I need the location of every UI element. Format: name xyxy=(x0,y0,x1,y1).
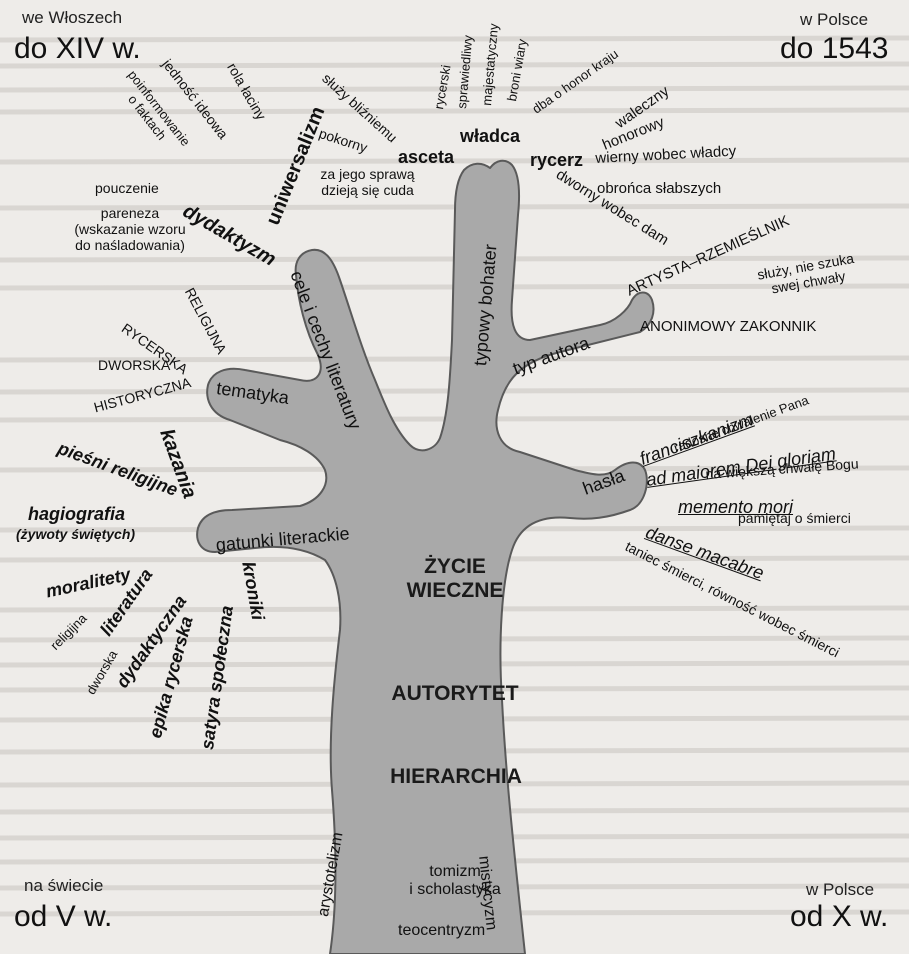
bohater-wladca: władca xyxy=(460,126,520,147)
corner-top-right-date: do 1543 xyxy=(780,32,888,67)
corner-top-left-date: do XIV w. xyxy=(14,32,141,67)
corner-bottom-left-date: od V w. xyxy=(14,900,112,935)
bohater-za-jego-sprawa: za jego sprawą dzieją się cuda xyxy=(305,166,430,198)
bohater-obronca: obrońca słabszych xyxy=(597,180,721,197)
corner-bottom-right-date: od X w. xyxy=(790,900,888,935)
corner-top-right-region: w Polsce xyxy=(800,10,868,30)
trunk-teocentryzm-label: teocentryzm xyxy=(398,922,485,940)
tematyka-dworska: DWORSKA xyxy=(98,357,170,373)
hasla-pamietaj: pamiętaj o śmierci xyxy=(738,510,851,526)
gatunki-zywoty: (żywoty świętych) xyxy=(16,526,135,542)
cele-pareneza: pareneza (wskazanie wzoru do naśladowani… xyxy=(60,205,200,253)
bohater-rycerz: rycerz xyxy=(530,150,583,171)
autor-anonimowy-zakonnik: ANONIMOWY ZAKONNIK xyxy=(640,318,816,335)
trunk-hierarchia-label: HIERARCHIA xyxy=(386,765,526,789)
trunk-zycie-label: ŻYCIE WIECZNE xyxy=(395,555,515,603)
gatunki-hagiografia: hagiografia xyxy=(28,504,125,525)
cele-pouczenie: pouczenie xyxy=(95,180,159,196)
corner-bottom-right-region: w Polsce xyxy=(806,880,874,900)
bohater-asceta: asceta xyxy=(398,147,454,168)
corner-bottom-left-region: na świecie xyxy=(24,876,103,896)
corner-top-left-region: we Włoszech xyxy=(22,8,122,28)
trunk-autorytet-label: AUTORYTET xyxy=(390,682,520,706)
